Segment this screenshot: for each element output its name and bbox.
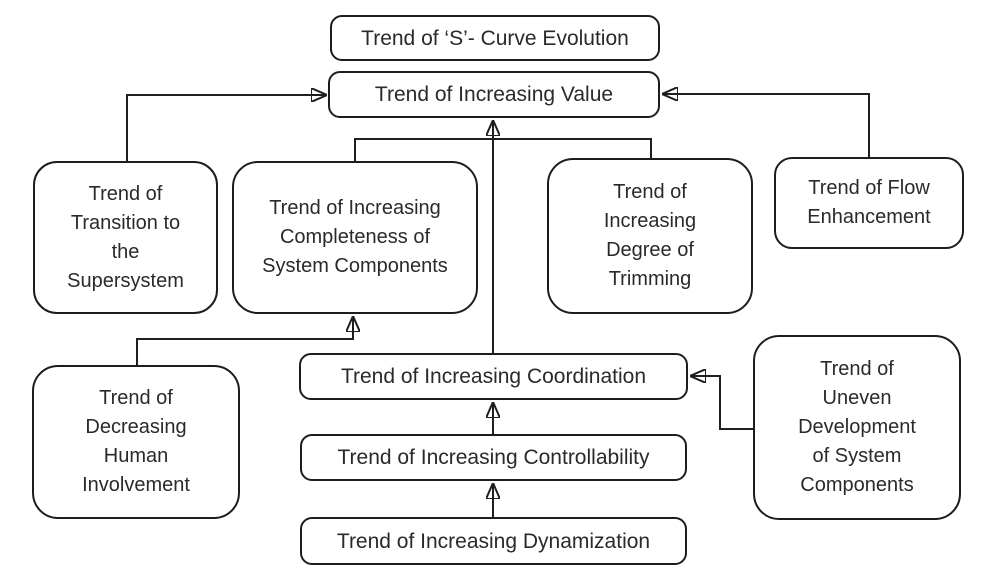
node-decreasing-human-involvement: Trend of Decreasing Human Involvement (32, 365, 240, 519)
node-increasing-controllability: Trend of Increasing Controllability (300, 434, 687, 481)
connector-completeness-trimming-junction (354, 138, 652, 161)
node-uneven-development: Trend of Uneven Development of System Co… (753, 335, 961, 520)
node-flow-enhancement: Trend of Flow Enhancement (774, 157, 964, 249)
node-label: Trend of Transition to the Supersystem (67, 182, 184, 292)
node-s-curve-evolution: Trend of ‘S’- Curve Evolution (330, 15, 660, 61)
node-completeness-of-system-components: Trend of Increasing Completeness of Syst… (232, 161, 478, 314)
node-label: Trend of Increasing Coordination (340, 365, 647, 388)
node-label: Trend of ‘S’- Curve Evolution (361, 26, 629, 50)
node-label: Trend of Increasing Completeness of Syst… (262, 197, 448, 277)
node-increasing-value: Trend of Increasing Value (328, 71, 660, 118)
connector-transition-to-value (126, 95, 326, 161)
node-label: Trend of Increasing Degree of Trimming (603, 181, 697, 290)
node-increasing-coordination: Trend of Increasing Coordination (299, 353, 688, 400)
node-label: Trend of Flow Enhancement (807, 177, 931, 228)
node-label: Trend of Increasing Dynamization (336, 529, 651, 553)
node-increasing-dynamization: Trend of Increasing Dynamization (300, 517, 687, 565)
node-label: Trend of Uneven Development of System Co… (798, 358, 916, 496)
node-transition-to-supersystem: Trend of Transition to the Supersystem (33, 161, 218, 314)
connector-human-to-completeness (136, 317, 353, 365)
connector-uneven-to-coordination (691, 376, 753, 430)
node-label: Trend of Increasing Value (374, 83, 614, 106)
node-label: Trend of Increasing Controllability (337, 446, 650, 469)
connector-flow-to-value (663, 94, 870, 157)
node-label: Trend of Decreasing Human Involvement (82, 387, 190, 496)
node-degree-of-trimming: Trend of Increasing Degree of Trimming (547, 158, 753, 314)
